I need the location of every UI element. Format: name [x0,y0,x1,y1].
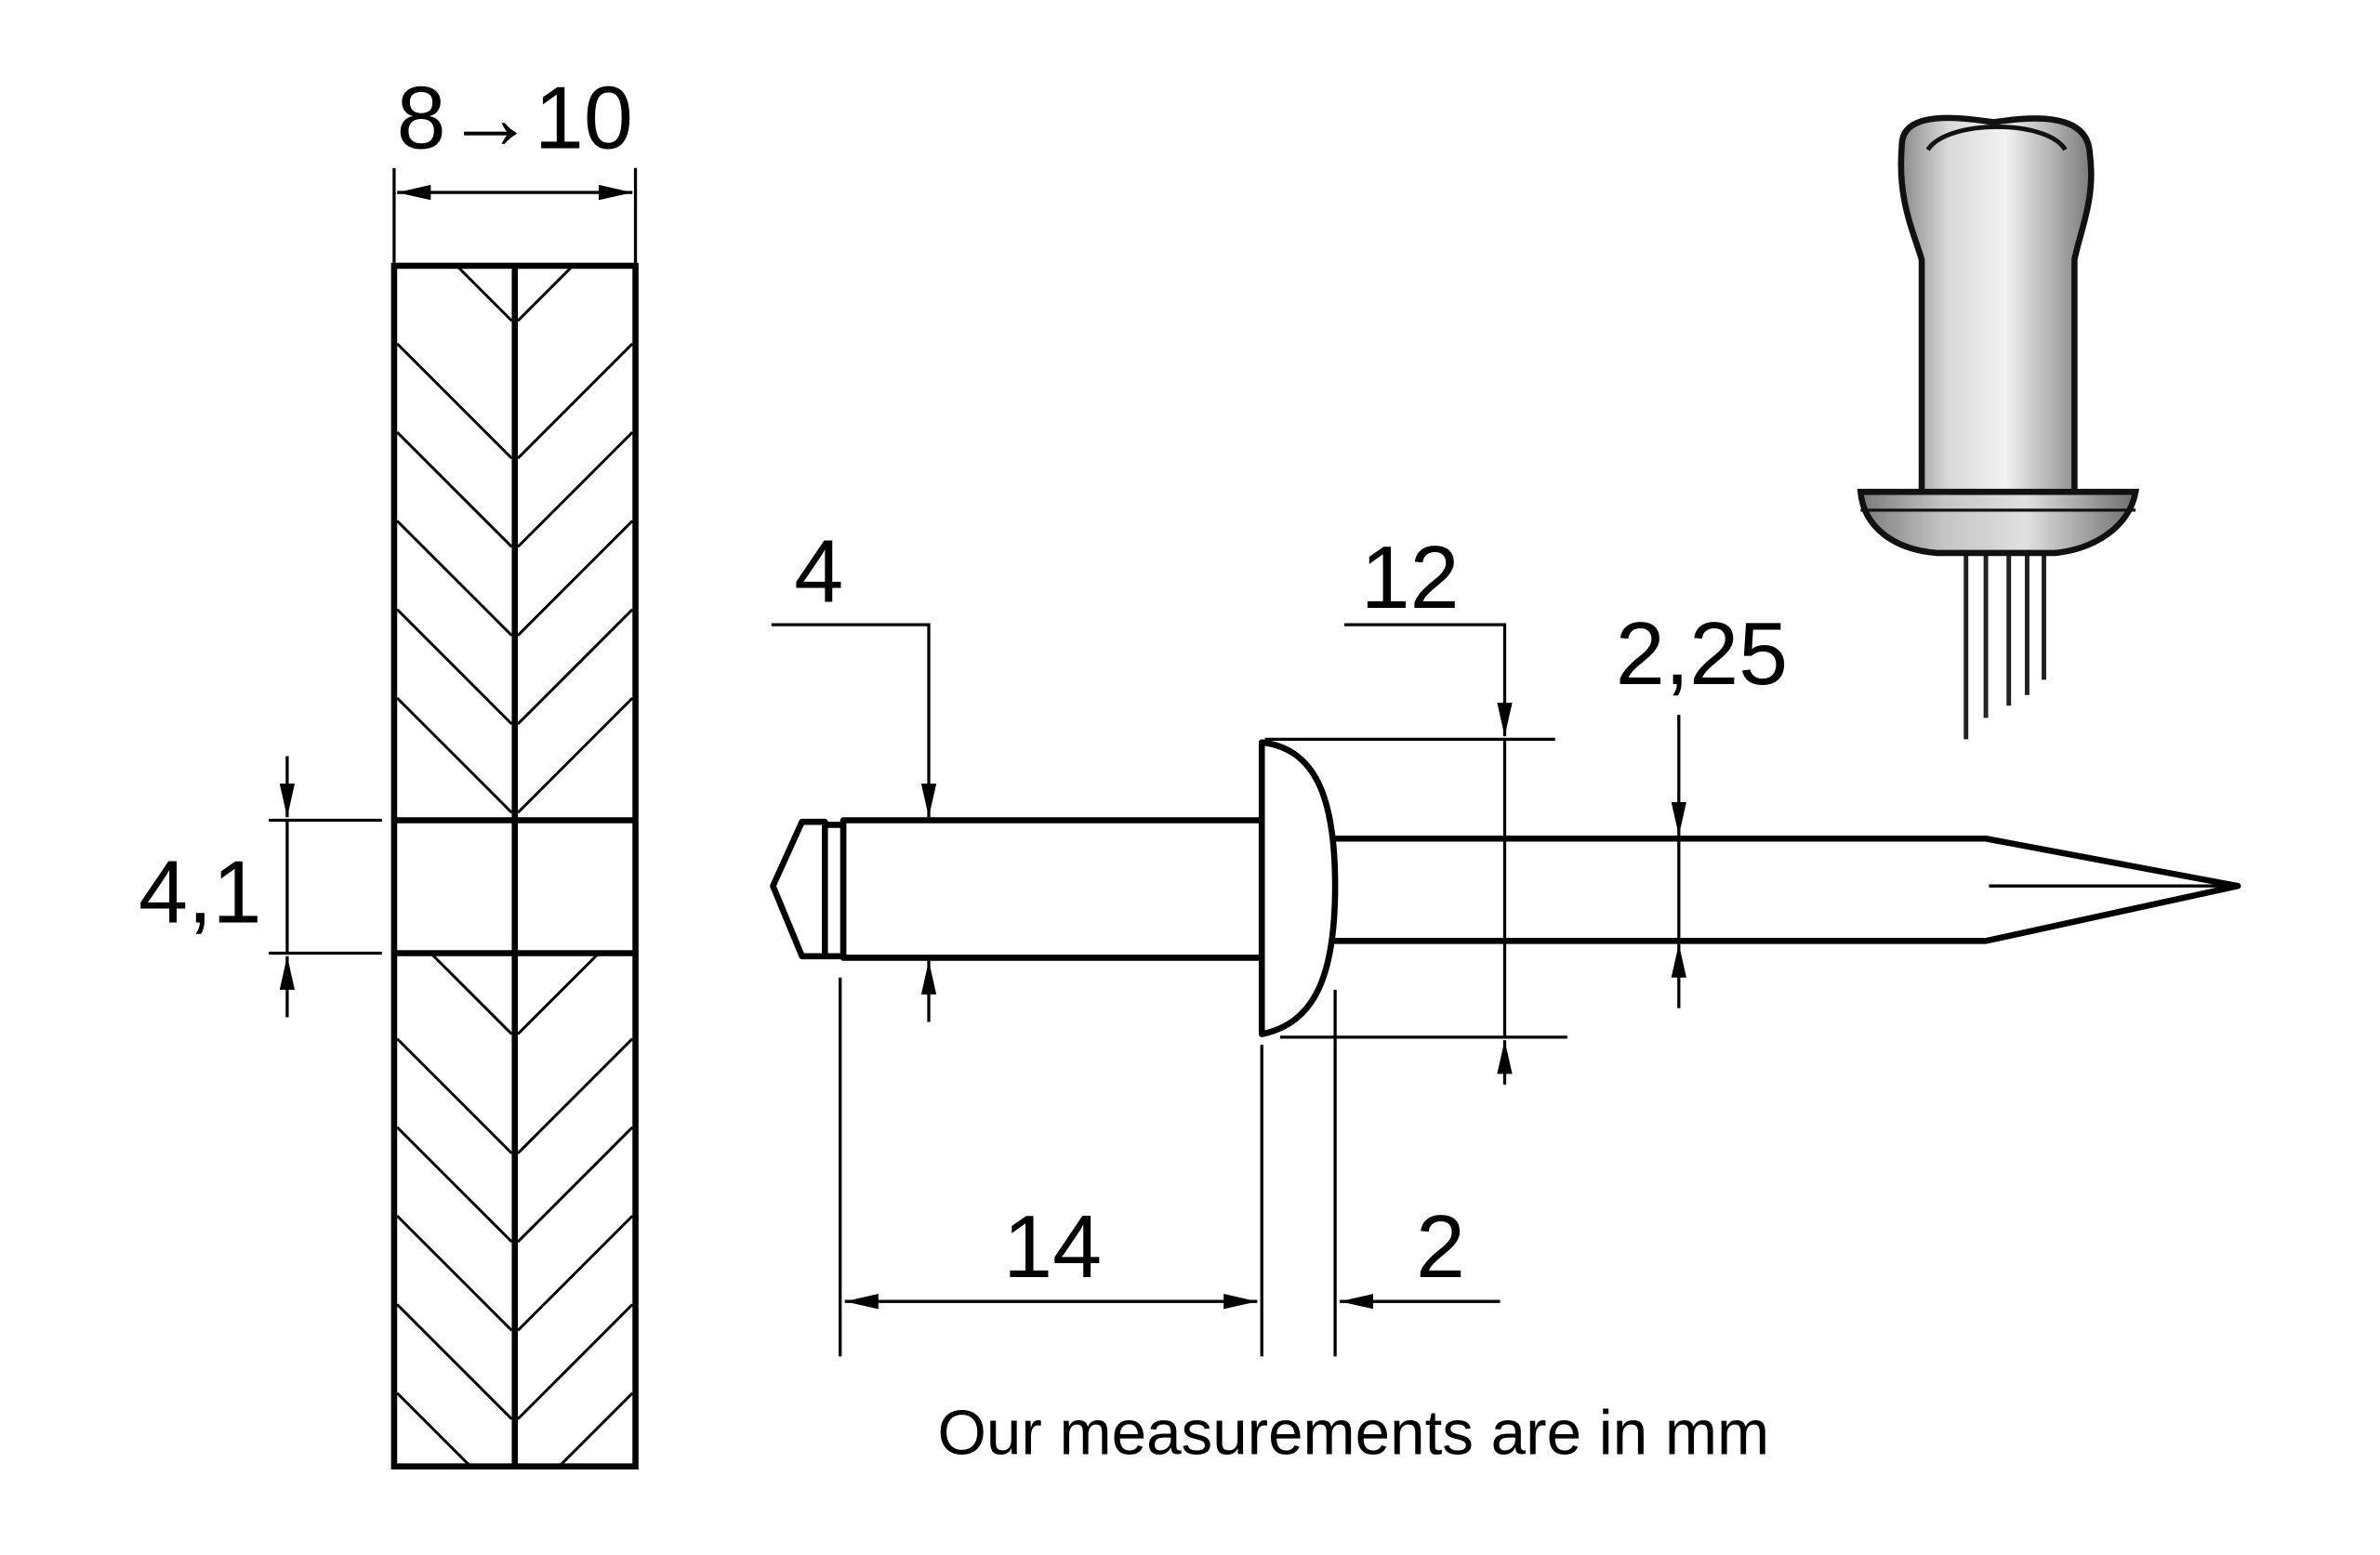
length-dimensions [839,977,1501,1357]
head-diameter-label: 12 [1361,529,1460,627]
panel-thickness-dimension [392,167,638,263]
head-height-label: 2 [1416,1198,1465,1297]
body-diameter-dimension [771,623,937,1022]
panel-thickness-label: 8→10 [397,69,633,167]
panel-section [390,262,639,1469]
mandrel-tip [770,818,828,960]
mandrel-collar [822,822,847,960]
units-note: Our measurements are in mm [938,1399,1770,1469]
rivet-body [840,817,1265,961]
head-diameter-dimension [1264,623,1567,1085]
mandrel-diameter-label: 2,25 [1616,605,1788,704]
rivet-side-view [770,739,2241,1037]
body-diameter-label: 4 [794,522,843,621]
hole-diameter-dimension [269,756,382,1018]
rivet-photo [1857,114,2140,740]
mandrel [1329,835,2241,944]
hole-diameter-label: 4,1 [139,844,261,942]
rivet-head [1258,739,1339,1037]
body-length-label: 14 [1003,1198,1102,1297]
